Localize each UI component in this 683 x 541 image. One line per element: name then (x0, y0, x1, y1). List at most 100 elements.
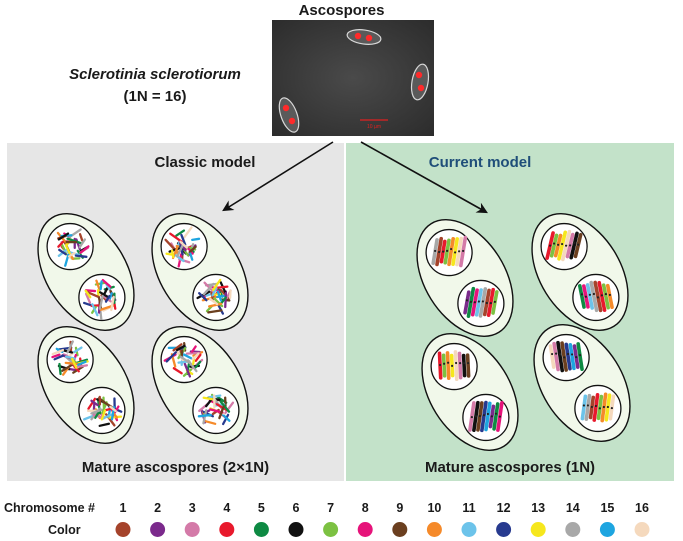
species-ploidy: (1N = 16) (123, 88, 187, 105)
nucleus (430, 342, 478, 391)
ascospore-wall (531, 213, 629, 331)
chromosome (108, 292, 113, 302)
centromere (557, 243, 560, 246)
chromosome (91, 303, 99, 317)
nucleus (574, 384, 622, 433)
chromosome (204, 420, 217, 425)
centromere (494, 412, 497, 415)
nucleus-envelope (574, 384, 622, 433)
centromere (493, 300, 496, 303)
chromosome (99, 291, 109, 299)
centromere (458, 250, 461, 253)
chromosome (61, 363, 73, 372)
chromosome (164, 238, 177, 251)
chromosome (215, 403, 228, 412)
chromosome (453, 350, 459, 382)
centromere (586, 404, 589, 407)
chromosome (71, 357, 78, 369)
chromosome (87, 397, 97, 410)
legend-chromosome-number: 4 (223, 501, 230, 515)
centromere (569, 244, 572, 247)
micrograph-image: 10 µm (272, 20, 434, 136)
chromosome (66, 237, 82, 245)
chromosome (179, 240, 188, 249)
legend-chromosome-number: 2 (154, 501, 161, 515)
chromosome (98, 422, 111, 427)
legend-chromosome-number: 3 (189, 501, 196, 515)
chromosome (64, 253, 70, 267)
legend-color-swatch (253, 522, 269, 537)
centromere (450, 247, 453, 251)
nucleus (540, 222, 588, 271)
chromosome (461, 353, 467, 378)
centromere (478, 414, 481, 418)
centromere (575, 355, 578, 359)
chromosome (64, 244, 71, 255)
centromere (434, 249, 437, 253)
chromosome (110, 295, 115, 312)
figure-title: Ascospores (298, 2, 385, 19)
chromosome (557, 230, 568, 261)
chromosome (492, 402, 500, 431)
chromosome (109, 405, 117, 413)
chromosome (175, 344, 186, 352)
legend-chromosome-number: 15 (600, 501, 614, 515)
centromere (474, 415, 477, 418)
nucleus (160, 335, 208, 384)
legend-chromosome-label: Chromosome # (4, 501, 95, 515)
chromosome (107, 415, 123, 419)
centromere (596, 296, 599, 299)
chromosome (445, 351, 451, 381)
nucleus (46, 222, 94, 271)
legend-chromosome-number: 9 (396, 501, 403, 515)
centromere (549, 244, 552, 247)
chromosome (576, 342, 584, 371)
ascospore (151, 213, 249, 331)
legend-color-swatch (565, 522, 581, 537)
centromere (439, 363, 442, 367)
nucleus (542, 333, 590, 382)
legend-color-swatch (461, 522, 477, 537)
chromosome (100, 409, 107, 421)
chromosome (592, 392, 600, 422)
chromosome (207, 302, 223, 308)
centromere (559, 353, 562, 356)
centromere (470, 415, 473, 419)
centromere (610, 406, 613, 410)
nucleus (192, 273, 240, 322)
chromosome (185, 351, 201, 355)
legend-chromosome-number: 12 (497, 501, 511, 515)
chromosome (90, 408, 103, 415)
centromere (571, 353, 574, 356)
ascospore-wall (416, 219, 514, 337)
ascospore-wall (37, 213, 135, 331)
centromere (563, 356, 566, 359)
ascospore-wall (421, 333, 519, 451)
arrow-to-current (360, 141, 488, 214)
centromere (555, 352, 558, 355)
chromosome (66, 340, 74, 354)
chromosome (568, 342, 576, 371)
legend-color-swatch (288, 522, 304, 537)
chromosome (585, 283, 594, 310)
chromosome (72, 346, 83, 354)
chromosome (172, 367, 183, 375)
chromosome (90, 399, 99, 407)
chromosome (57, 232, 70, 241)
chromosome (98, 294, 104, 310)
centromere (579, 354, 582, 357)
centromere (455, 361, 458, 365)
chromosome (67, 252, 76, 258)
micrograph-spore (346, 29, 382, 45)
chromosome (584, 393, 592, 421)
chromosome (221, 413, 230, 426)
nucleus (425, 228, 473, 277)
ascospore (531, 213, 629, 331)
centromere (486, 412, 489, 416)
micrograph-spore (278, 97, 300, 133)
chromosome (601, 283, 610, 310)
legend-color-swatch (184, 522, 200, 537)
nucleus (46, 335, 94, 384)
centromere (580, 293, 583, 296)
